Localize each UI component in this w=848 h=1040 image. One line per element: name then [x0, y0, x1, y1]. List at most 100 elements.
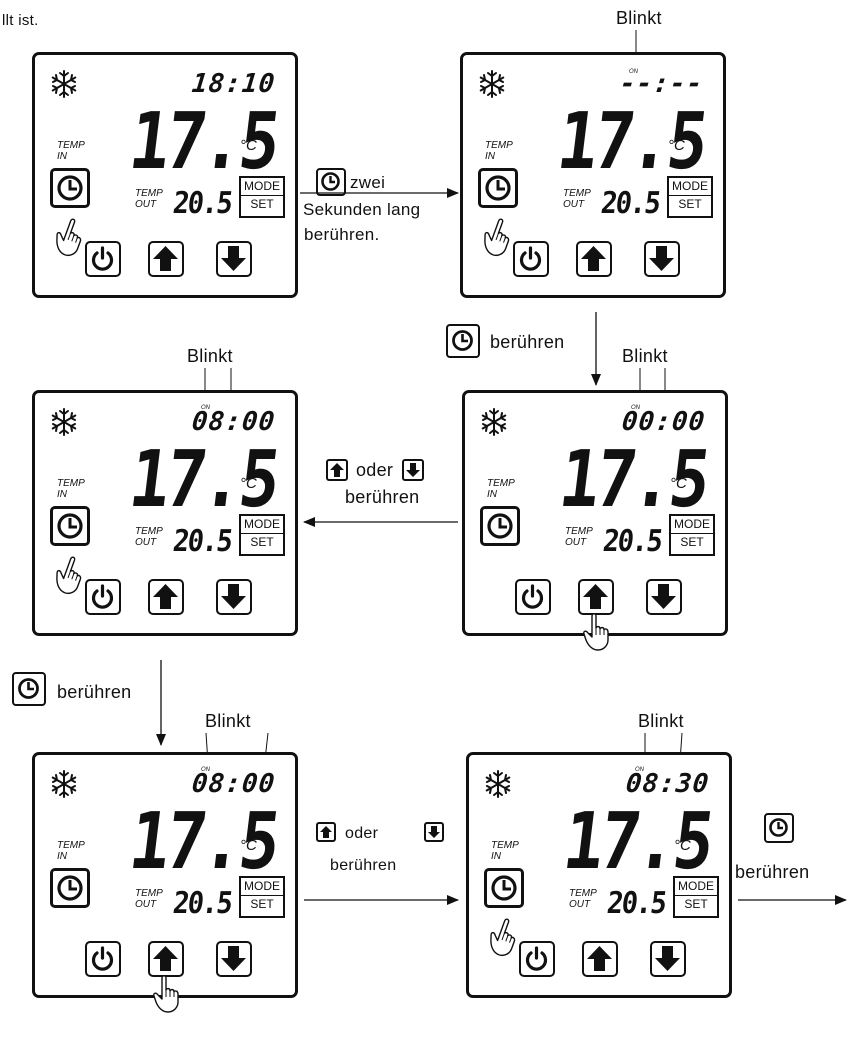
- temp-out-label: TEMP OUT: [565, 526, 593, 548]
- mode-set-button[interactable]: MODE SET: [239, 876, 285, 918]
- on-indicator: ON: [629, 69, 638, 75]
- indoor-temp: 17.5: [554, 435, 712, 525]
- step5-line2: berühren: [330, 857, 397, 874]
- temp-in-label: TEMP IN: [487, 478, 515, 500]
- step1-line1: zwei: [350, 173, 386, 192]
- down-button[interactable]: [216, 941, 252, 977]
- mode-set-button[interactable]: MODE SET: [669, 514, 715, 556]
- mode-label: MODE: [678, 879, 714, 893]
- step5-up-icon: [316, 822, 336, 842]
- header-fragment: llt ist.: [2, 12, 39, 29]
- outdoor-temp: 20.5: [605, 886, 668, 921]
- temp-out-label: TEMP OUT: [569, 888, 597, 910]
- mode-set-button[interactable]: MODE SET: [667, 176, 713, 218]
- temp-out-label: TEMP OUT: [135, 188, 163, 210]
- indoor-temp: 17.5: [124, 97, 282, 187]
- power-button[interactable]: [85, 941, 121, 977]
- step5-down-icon: [424, 822, 444, 842]
- down-button[interactable]: [216, 579, 252, 615]
- temp-in-label: TEMP IN: [57, 140, 85, 162]
- blinkt-label-5: Blinkt: [638, 711, 684, 731]
- thermostat-panel-3: ON 08:00 17.5 °C TEMP IN TEMP OUT 20.5 M…: [32, 390, 298, 636]
- blinkt-label-4: Blinkt: [205, 711, 251, 731]
- step3-line2: berühren: [345, 487, 420, 507]
- celsius-unit: °C: [668, 137, 685, 154]
- clock-display: 18:10: [190, 69, 277, 99]
- celsius-unit: °C: [240, 837, 257, 854]
- clock-button[interactable]: [50, 506, 90, 546]
- power-button[interactable]: [85, 241, 121, 277]
- clock-button[interactable]: [50, 868, 90, 908]
- temp-in-label: TEMP IN: [57, 840, 85, 862]
- blinkt-label-2: Blinkt: [187, 346, 233, 366]
- set-label: SET: [241, 195, 283, 213]
- thermostat-panel-6: ON 08:30 17.5 °C TEMP IN TEMP OUT 20.5 M…: [466, 752, 732, 998]
- outdoor-temp: 20.5: [599, 186, 662, 221]
- clock-display: 00:00: [620, 407, 707, 437]
- temp-in-label: TEMP IN: [57, 478, 85, 500]
- temp-in-label: TEMP IN: [491, 840, 519, 862]
- up-button[interactable]: [148, 241, 184, 277]
- up-button[interactable]: [582, 941, 618, 977]
- hand-pointer-icon: [47, 214, 94, 268]
- set-label: SET: [675, 895, 717, 913]
- mode-label: MODE: [672, 179, 708, 193]
- celsius-unit: °C: [674, 837, 691, 854]
- temp-out-label: TEMP OUT: [135, 526, 163, 548]
- up-button[interactable]: [148, 941, 184, 977]
- down-button[interactable]: [216, 241, 252, 277]
- hand-pointer-icon: [475, 214, 522, 268]
- step2-text: berühren: [490, 332, 565, 352]
- clock-button[interactable]: [478, 168, 518, 208]
- up-button[interactable]: [576, 241, 612, 277]
- step6-text: berühren: [735, 862, 810, 882]
- power-button[interactable]: [513, 241, 549, 277]
- mode-label: MODE: [244, 179, 280, 193]
- outdoor-temp: 20.5: [171, 886, 234, 921]
- mode-set-button[interactable]: MODE SET: [673, 876, 719, 918]
- mode-set-button[interactable]: MODE SET: [239, 514, 285, 556]
- down-button[interactable]: [644, 241, 680, 277]
- step3-up-icon: [326, 459, 348, 481]
- on-indicator: ON: [631, 405, 640, 411]
- blinkt-label-3: Blinkt: [622, 346, 668, 366]
- step5-oder: oder: [345, 825, 379, 842]
- set-label: SET: [669, 195, 711, 213]
- step6-clock-icon: [764, 813, 794, 843]
- clock-button[interactable]: [480, 506, 520, 546]
- snowflake-icon: [479, 407, 509, 442]
- hand-pointer-icon: [152, 974, 186, 1019]
- celsius-unit: °C: [240, 475, 257, 492]
- outdoor-temp: 20.5: [171, 186, 234, 221]
- thermostat-panel-2: ON --:-- 17.5 °C TEMP IN TEMP OUT 20.5 M…: [460, 52, 726, 298]
- hand-pointer-icon: [47, 552, 94, 606]
- indoor-temp: 17.5: [124, 435, 282, 525]
- thermostat-panel-1: 18:10 17.5 °C TEMP IN TEMP OUT 20.5 MODE…: [32, 52, 298, 298]
- temp-out-label: TEMP OUT: [135, 888, 163, 910]
- clock-display: --:--: [618, 69, 705, 99]
- on-indicator: ON: [201, 405, 210, 411]
- power-button[interactable]: [515, 579, 551, 615]
- hand-pointer-icon: [481, 914, 528, 968]
- set-label: SET: [241, 533, 283, 551]
- snowflake-icon: [49, 769, 79, 804]
- mode-label: MODE: [244, 879, 280, 893]
- power-button[interactable]: [85, 579, 121, 615]
- down-button[interactable]: [650, 941, 686, 977]
- step2-clock-icon: [446, 324, 480, 358]
- snowflake-icon: [49, 69, 79, 104]
- snowflake-icon: [483, 769, 513, 804]
- blinkt-label-1: Blinkt: [616, 8, 662, 28]
- up-button[interactable]: [148, 579, 184, 615]
- down-button[interactable]: [646, 579, 682, 615]
- mode-set-button[interactable]: MODE SET: [239, 176, 285, 218]
- up-button[interactable]: [578, 579, 614, 615]
- on-indicator: ON: [635, 767, 644, 773]
- clock-button[interactable]: [50, 168, 90, 208]
- clock-display: 08:00: [190, 769, 277, 799]
- clock-button[interactable]: [484, 868, 524, 908]
- step1-line2: Sekunden lang: [303, 200, 421, 219]
- step3-down-icon: [402, 459, 424, 481]
- power-button[interactable]: [519, 941, 555, 977]
- clock-display: 08:30: [624, 769, 711, 799]
